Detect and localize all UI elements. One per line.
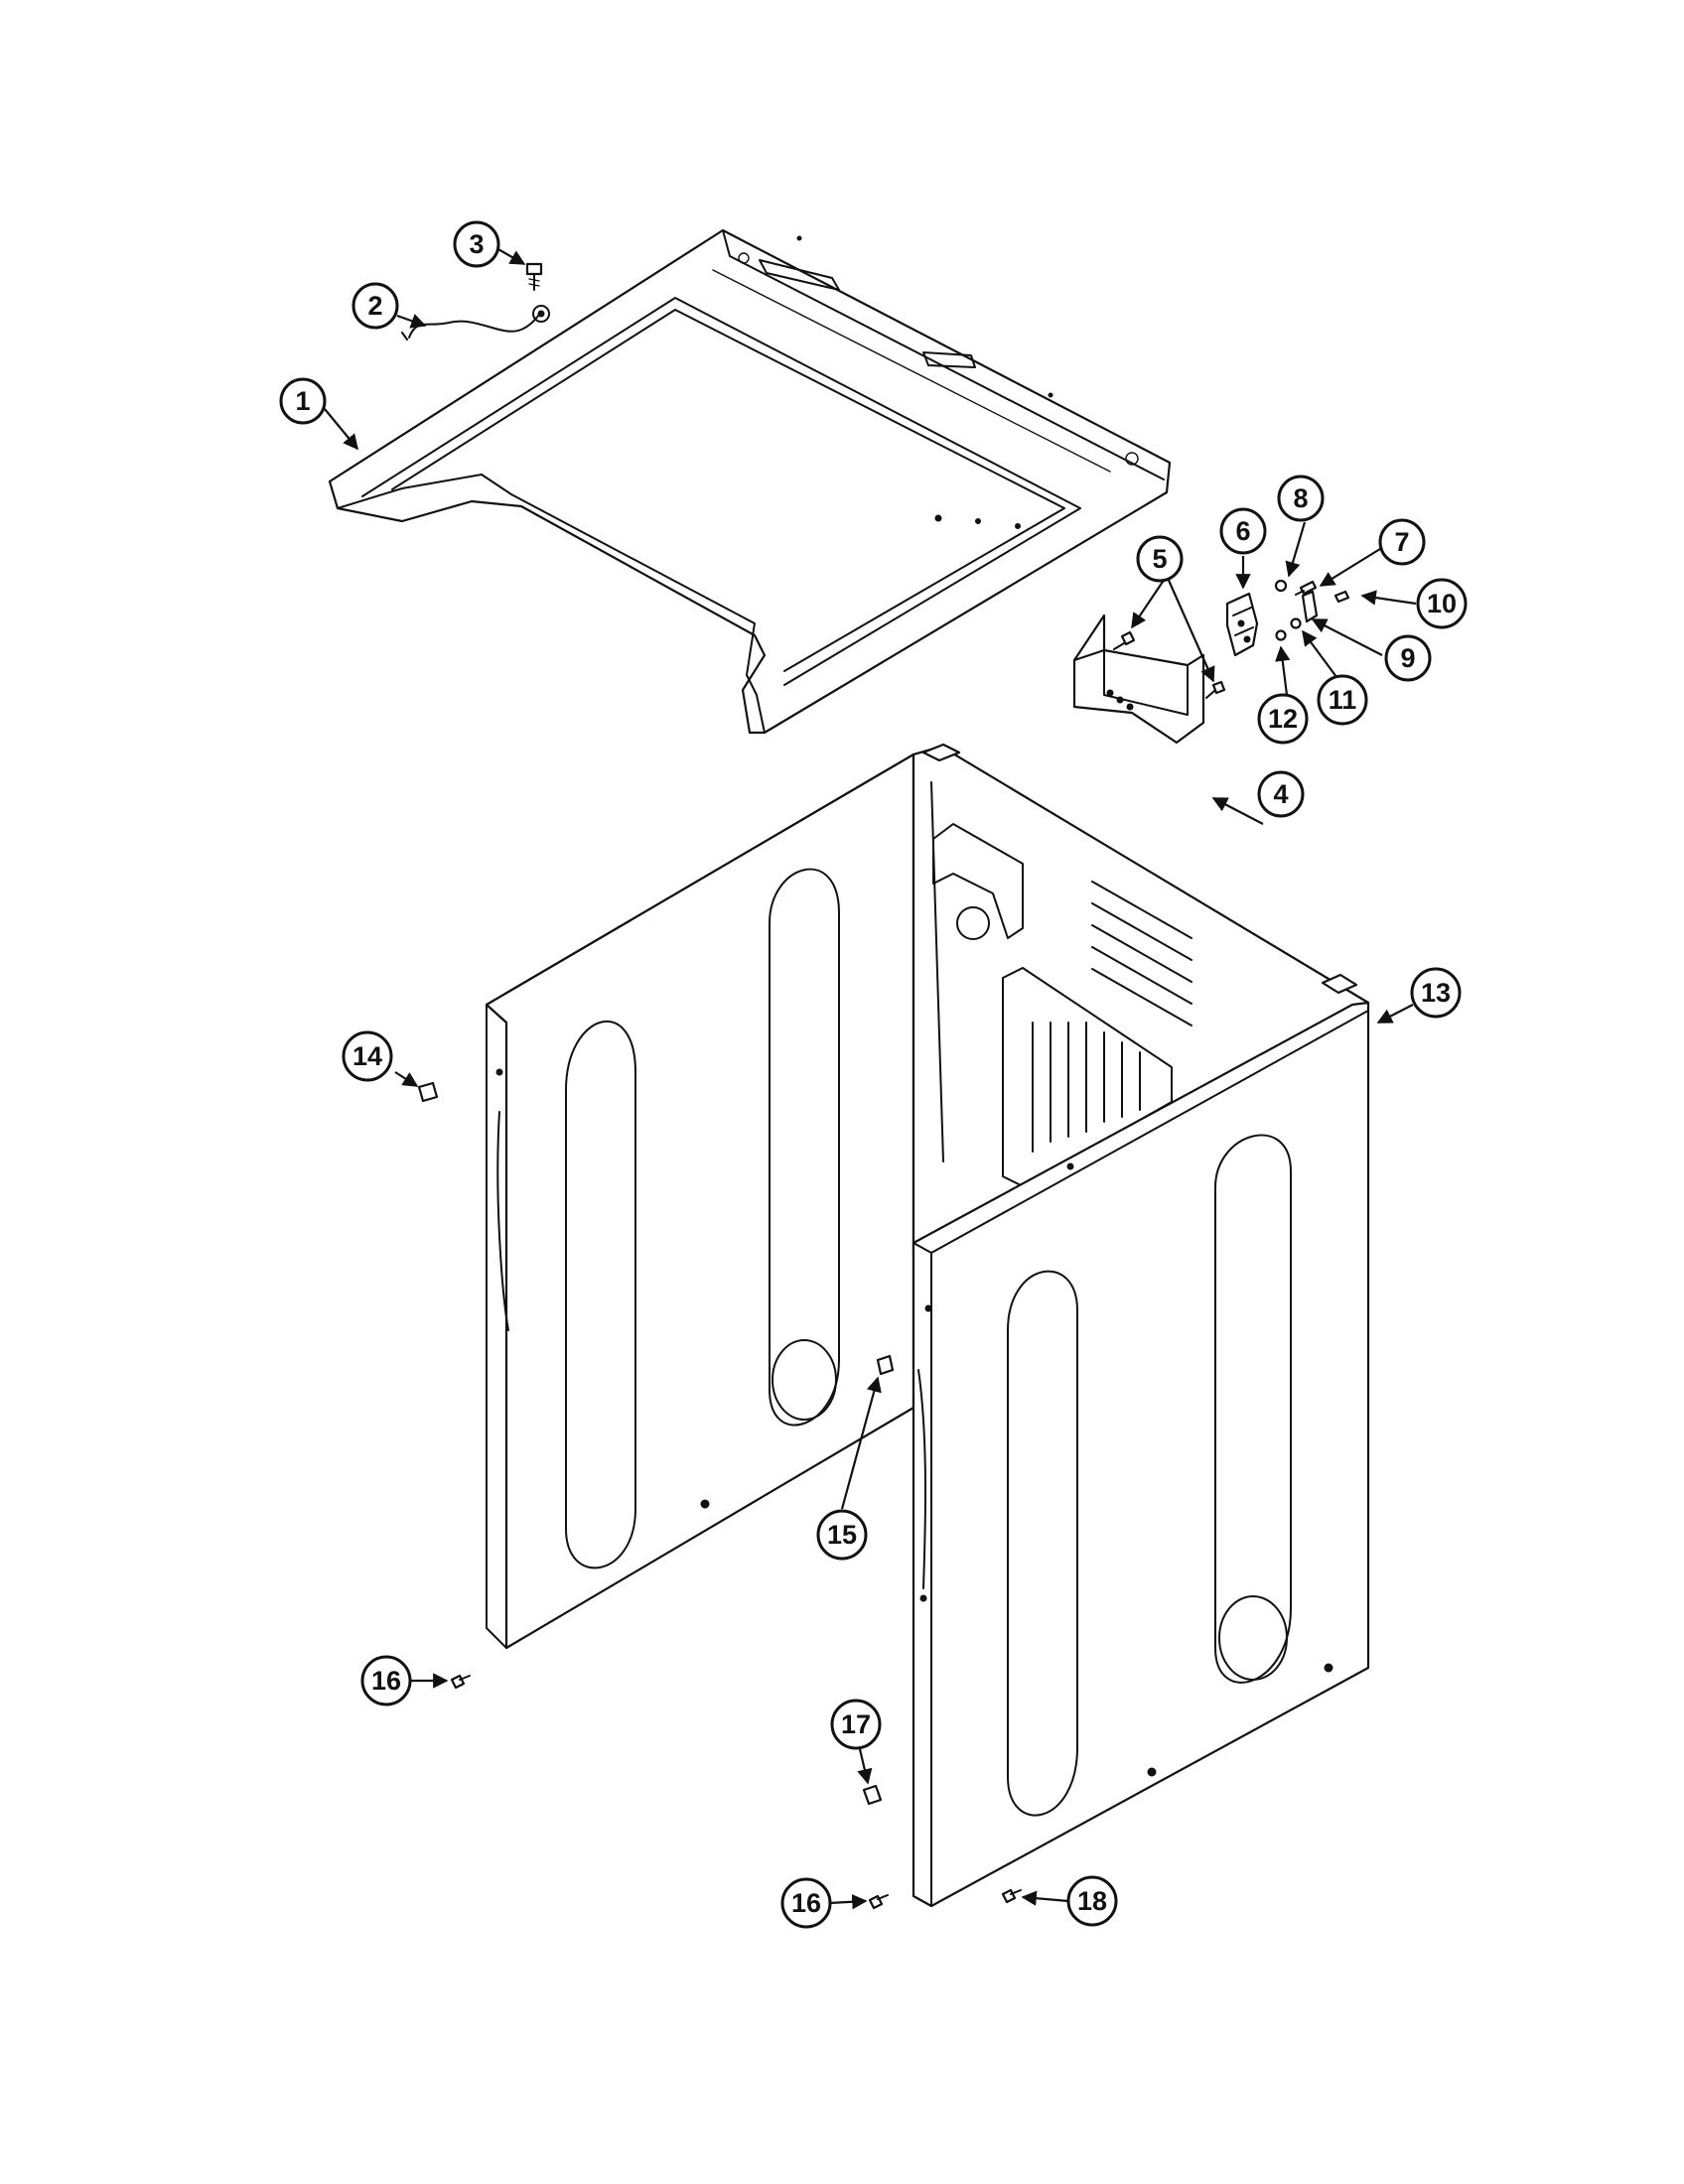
callout-4: 4 xyxy=(1257,770,1305,818)
hinge-parts xyxy=(1274,579,1350,641)
mounting-bracket xyxy=(1072,614,1205,745)
callout-6: 6 xyxy=(1219,507,1267,555)
callout-1: 1 xyxy=(279,377,327,425)
callout-17: 17 xyxy=(830,1699,882,1750)
svg-text:18: 18 xyxy=(1077,1886,1107,1916)
callout-10: 10 xyxy=(1416,578,1468,629)
svg-text:17: 17 xyxy=(841,1709,871,1739)
clip-15 xyxy=(876,1354,895,1376)
cabinet xyxy=(485,743,1370,1908)
svg-text:10: 10 xyxy=(1427,589,1457,618)
svg-text:6: 6 xyxy=(1235,516,1250,546)
callout-16-bottom: 16 xyxy=(780,1877,832,1929)
callout-3: 3 xyxy=(453,220,500,268)
svg-text:9: 9 xyxy=(1400,643,1415,673)
callout-18: 18 xyxy=(1066,1875,1118,1927)
callout-8: 8 xyxy=(1277,475,1325,522)
callout-16-left: 16 xyxy=(360,1655,412,1706)
screw-18 xyxy=(1001,1888,1022,1904)
foot-17 xyxy=(862,1784,883,1806)
screw-top xyxy=(525,262,543,291)
callout-2: 2 xyxy=(351,282,399,330)
svg-text:11: 11 xyxy=(1329,685,1357,715)
svg-text:12: 12 xyxy=(1268,704,1298,734)
callout-5: 5 xyxy=(1136,535,1184,583)
svg-text:2: 2 xyxy=(367,291,382,321)
callout-11: 11 xyxy=(1317,674,1368,726)
svg-text:7: 7 xyxy=(1394,527,1409,557)
svg-text:5: 5 xyxy=(1152,544,1167,574)
svg-text:4: 4 xyxy=(1273,779,1288,809)
svg-text:16: 16 xyxy=(791,1888,821,1918)
svg-text:1: 1 xyxy=(295,386,310,416)
screw-16a xyxy=(450,1674,471,1690)
callout-12: 12 xyxy=(1257,693,1309,745)
callout-14: 14 xyxy=(342,1030,393,1082)
svg-text:13: 13 xyxy=(1421,978,1451,1008)
svg-text:16: 16 xyxy=(371,1666,401,1696)
svg-text:14: 14 xyxy=(352,1041,382,1071)
svg-text:8: 8 xyxy=(1293,483,1308,513)
clip-14 xyxy=(417,1081,439,1103)
callout-15: 15 xyxy=(816,1509,868,1561)
svg-text:15: 15 xyxy=(827,1520,857,1550)
callout-13: 13 xyxy=(1410,967,1462,1019)
top-panel xyxy=(328,228,1172,735)
callout-9: 9 xyxy=(1384,634,1432,682)
hardware-screws xyxy=(1113,630,1226,699)
svg-text:3: 3 xyxy=(469,229,484,259)
callout-7: 7 xyxy=(1378,518,1426,566)
leader-lines xyxy=(324,247,1417,1910)
door-switch xyxy=(1225,592,1259,657)
wire-harness xyxy=(401,305,550,341)
screw-16b xyxy=(868,1894,889,1910)
